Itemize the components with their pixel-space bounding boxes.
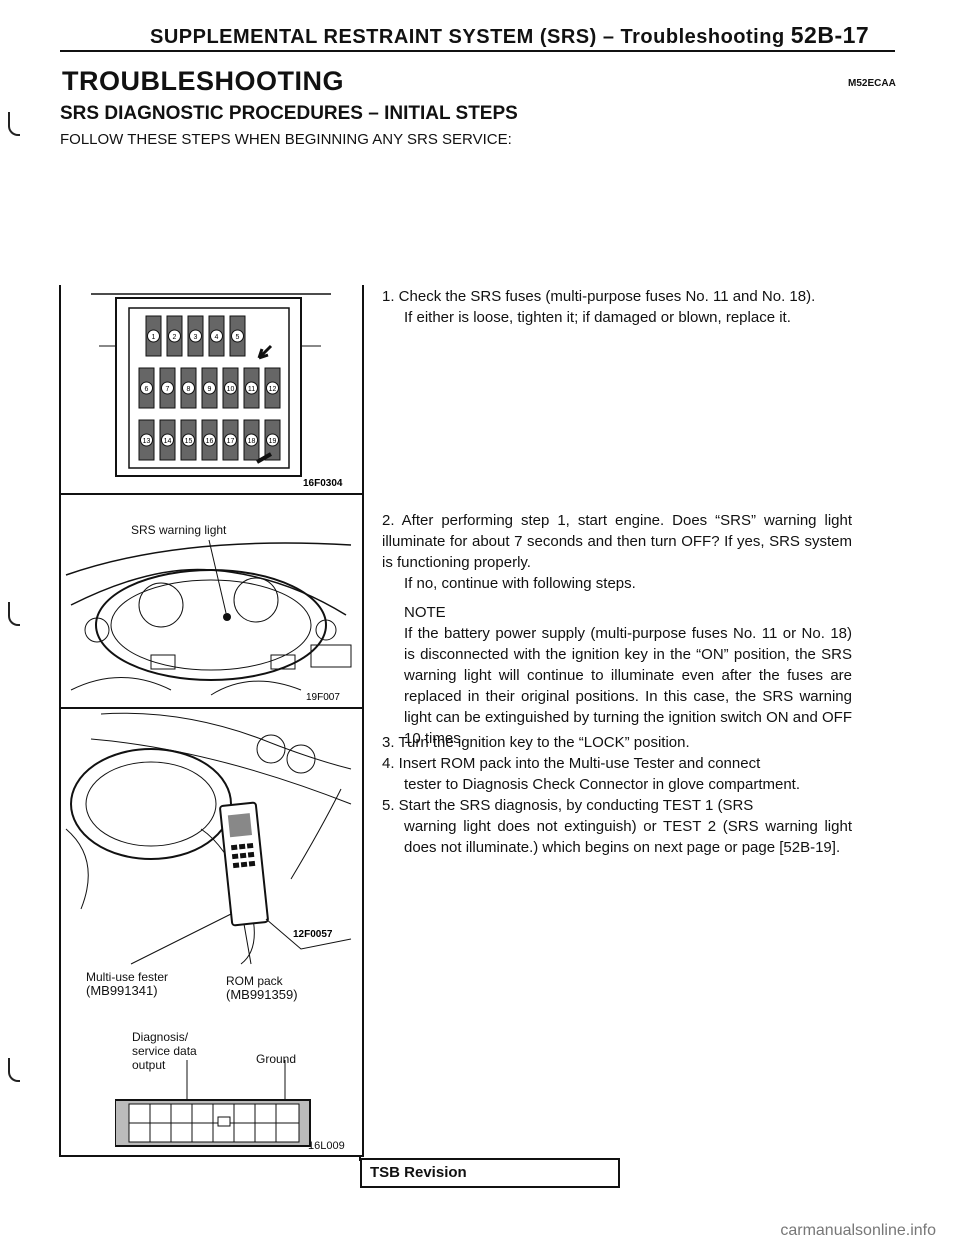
fuse-number-badge — [203, 381, 216, 395]
fuse-number-badge — [245, 433, 258, 447]
fuse-number-badge — [147, 329, 160, 343]
ground-label: Ground — [256, 1052, 297, 1066]
step-2-detail: If no, continue with following steps. — [404, 575, 636, 592]
fuse-number-badge — [266, 433, 279, 447]
tester-part-number: (MB991341) — [86, 983, 158, 998]
fuse-number-badge — [182, 433, 195, 447]
step-1-detail: If either is loose, tighten it; if damag… — [404, 309, 791, 326]
figure-id: 19F007 — [306, 692, 340, 703]
section-subtitle: SRS DIAGNOSTIC PROCEDURES – INITIAL STEP… — [60, 103, 518, 124]
figure-divider — [59, 493, 362, 495]
figure-id: 16L009 — [308, 1140, 345, 1152]
step-2: 2. After performing step 1, start engine… — [382, 510, 852, 749]
fuse-number: 14 — [164, 438, 172, 445]
fuse-number-badge — [224, 381, 237, 395]
header-rule — [60, 50, 895, 52]
fuse-number: 5 — [236, 334, 240, 341]
binding-mark — [8, 1058, 20, 1082]
fuse-number: 3 — [194, 334, 198, 341]
figure-column — [59, 285, 364, 1157]
header-title: SUPPLEMENTAL RESTRAINT SYSTEM (SRS) – Tr… — [150, 26, 785, 48]
page-header: SUPPLEMENTAL RESTRAINT SYSTEM (SRS) – Tr… — [150, 22, 869, 49]
binding-mark — [8, 602, 20, 626]
figure-divider — [59, 707, 362, 709]
step-1-text: 1. Check the SRS fuses (multi-purpose fu… — [382, 288, 816, 305]
fuse-number: 11 — [248, 386, 255, 393]
fuse-number-badge — [161, 381, 174, 395]
section-code: M52ECAA — [848, 78, 896, 89]
fuse-number: 12 — [269, 386, 277, 393]
binding-mark — [8, 112, 20, 136]
srs-warning-light-label: SRS warning light — [131, 523, 227, 537]
figure-id: 12F0057 — [293, 929, 333, 940]
step-5-detail: warning light does not extinguish) or TE… — [404, 818, 852, 856]
fuse-number: 6 — [145, 386, 149, 393]
diag-label-line: Diagnosis/ — [132, 1030, 189, 1044]
fuse-number: 1 — [152, 334, 156, 341]
fuse-number-badge — [210, 329, 223, 343]
step-4-text: 4. Insert ROM pack into the Multi-use Te… — [382, 755, 761, 772]
fuse-number-badge — [203, 433, 216, 447]
tsb-revision-box: TSB Revision — [360, 1158, 620, 1188]
fuse-number: 13 — [143, 438, 151, 445]
fuse-number-badge — [182, 381, 195, 395]
intro-text: FOLLOW THESE STEPS WHEN BEGINNING ANY SR… — [60, 131, 512, 148]
page-number: 52B-17 — [790, 22, 870, 48]
section-title: TROUBLESHOOTING — [62, 66, 344, 96]
fuse-number: 8 — [187, 386, 191, 393]
instrument-panel-drawing: 19F007 — [65, 539, 352, 703]
fuse-number-badge — [224, 433, 237, 447]
fuse-number: 17 — [227, 438, 235, 445]
step-3-text: 3. Turn the ignition key to the “LOCK” p… — [382, 734, 690, 751]
fuse-number-badge — [140, 381, 153, 395]
fuse-number: 10 — [227, 386, 235, 393]
fuse-number-badge — [266, 381, 279, 395]
figure-id: 16F0304 — [303, 478, 343, 489]
diag-label-line: service data — [132, 1044, 197, 1058]
fuse-number: 16 — [206, 438, 214, 445]
rom-pack-part-number: (MB991359) — [226, 987, 298, 1002]
step-5-text: 5. Start the SRS diagnosis, by conductin… — [382, 797, 754, 814]
fuse-number: 19 — [269, 438, 277, 445]
diagnosis-label: Diagnosis/ service data output — [132, 1030, 197, 1072]
fuse-number-badge — [140, 433, 153, 447]
fuse-number: 4 — [215, 334, 219, 341]
fuse-number: 7 — [166, 386, 170, 393]
note-text: If the battery power supply (multi-purpo… — [404, 625, 852, 747]
tester-name: Multi-use fester — [86, 970, 169, 984]
watermark: carmanualsonline.info — [780, 1222, 936, 1239]
tester-label: Multi-use fester (MB991341) — [86, 970, 168, 998]
diagnosis-connector-drawing — [114, 1060, 311, 1147]
fuse-number-badge — [245, 381, 258, 395]
fuse-number: 9 — [208, 386, 212, 393]
connector-figure — [114, 1060, 315, 1153]
fuse-number-badge — [189, 329, 202, 343]
rom-pack-label: ROM pack (MB991359) — [226, 974, 298, 1002]
note-title: NOTE — [404, 604, 446, 621]
fuse-number-badge — [161, 433, 174, 447]
fuse-number: 18 — [248, 438, 256, 445]
steps-3-5: 3. Turn the ignition key to the “LOCK” p… — [382, 732, 852, 858]
fuse-number-badge — [168, 329, 181, 343]
fuse-number-badge — [231, 329, 244, 343]
rom-pack-name: ROM pack — [226, 974, 283, 988]
step-2-text: 2. After performing step 1, start engine… — [382, 512, 852, 571]
diag-label-line: output — [132, 1058, 166, 1072]
fuse-number: 2 — [173, 334, 177, 341]
step-1: 1. Check the SRS fuses (multi-purpose fu… — [382, 286, 852, 328]
fuse-number: 15 — [185, 438, 193, 445]
step-4-detail: tester to Diagnosis Check Connector in g… — [404, 776, 801, 793]
tester-drawing: 12F0057 — [65, 712, 352, 965]
tester-figure: 12F0057 — [61, 709, 360, 971]
warning-light-figure: SRS warning light 19F007 — [61, 495, 360, 706]
